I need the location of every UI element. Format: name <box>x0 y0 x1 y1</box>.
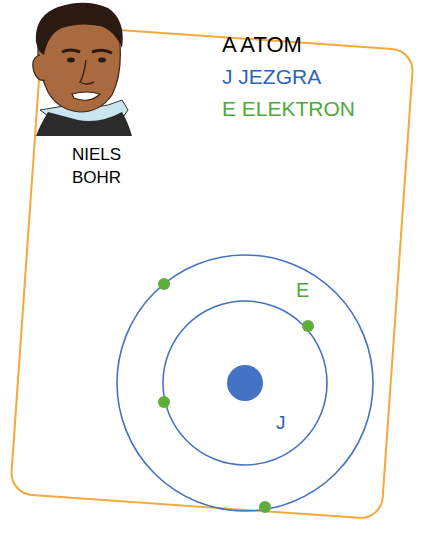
bohr-portrait <box>33 3 132 136</box>
electron-label: E <box>296 278 309 302</box>
key-line: A ATOM <box>222 32 302 58</box>
key-line: E ELEKTRON <box>222 96 355 121</box>
scientist-name: NIELS BOHR <box>72 144 134 190</box>
nucleus <box>227 365 263 401</box>
inner-orbit <box>163 301 327 465</box>
outer-orbit <box>117 255 373 511</box>
electron <box>302 320 314 332</box>
nucleus-label: J <box>276 412 286 435</box>
key-line: J JEZGRA <box>222 64 321 89</box>
electron <box>158 278 170 290</box>
electron <box>259 501 271 513</box>
atom-model <box>117 255 373 513</box>
electron <box>158 396 170 408</box>
